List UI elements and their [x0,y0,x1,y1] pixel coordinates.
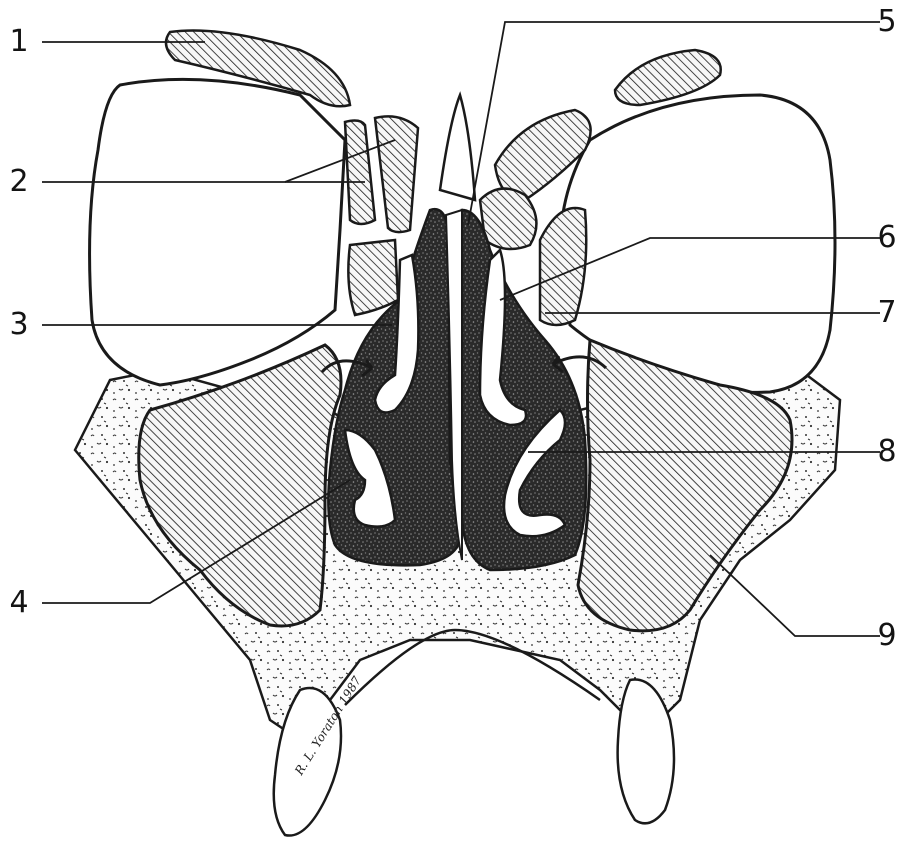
crista-galli [440,95,475,200]
ethmoid-cell-left-3 [348,240,398,315]
callout-4: 4 [4,588,34,618]
callout-1: 1 [4,27,34,57]
ethmoid-cell-left-1 [345,121,375,224]
callout-6: 6 [872,223,902,253]
callout-8: 8 [872,437,902,467]
ethmoid-cell-left-2 [375,116,418,232]
callout-9: 9 [872,621,902,651]
callout-2: 2 [4,167,34,197]
orbit-left [90,79,345,385]
callout-5: 5 [872,7,902,37]
callout-7: 7 [872,298,902,328]
callout-3: 3 [4,310,34,340]
frontal-sinus-right [615,50,721,105]
